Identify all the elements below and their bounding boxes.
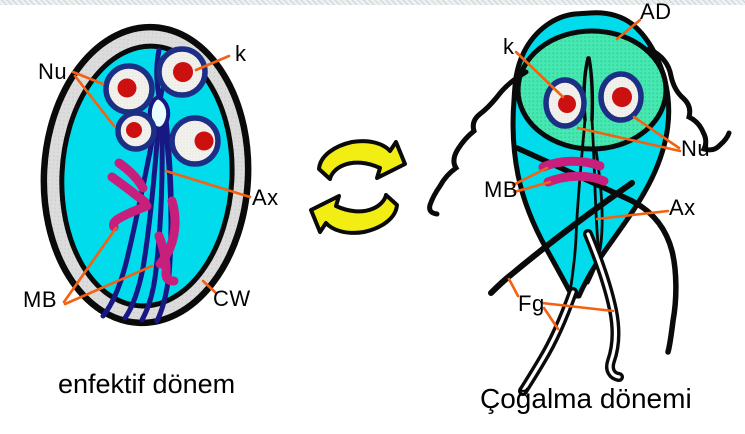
anterior-flagella <box>427 46 732 217</box>
karyosome-dot <box>117 78 137 98</box>
cyst-karyosomes <box>117 62 214 151</box>
cyst-axoneme-leaf <box>147 94 171 131</box>
label-k-troph: k <box>503 34 515 59</box>
label-fg-troph: Fg <box>518 291 545 316</box>
trophozoite-figure <box>427 10 732 396</box>
cycle-arrow-bottom <box>309 193 399 235</box>
label-cw-cyst: CW <box>213 286 251 311</box>
caption-cyst: enfektif dönem <box>58 369 236 399</box>
karyosome-dot <box>558 95 576 113</box>
recycle-arrows-icon <box>309 139 407 235</box>
cyst-pointer-lines <box>62 54 252 306</box>
karyosome-dot <box>612 87 632 107</box>
label-mb-cyst: MB <box>23 287 57 312</box>
label-ax-cyst: Ax <box>252 185 279 210</box>
karyosome-dot <box>126 122 142 138</box>
karyosome-dot <box>173 62 193 82</box>
cyst-median-bodies <box>107 158 180 286</box>
label-nu-cyst: Nu <box>38 59 68 84</box>
label-nu-troph: Nu <box>681 136 711 161</box>
karyosome-dot <box>194 131 214 151</box>
label-k-cyst: k <box>235 41 247 66</box>
cycle-arrow-top <box>317 139 407 181</box>
label-ax-troph: Ax <box>669 195 696 220</box>
label-ad-troph: AD <box>640 0 672 24</box>
trophozoite-pointer-lines <box>507 18 682 331</box>
caudal-flagella <box>518 229 624 396</box>
caption-trophozoite: Çoğalma dönemi <box>480 383 692 414</box>
trophozoite-median-bodies <box>538 156 609 187</box>
cyst-figure <box>40 23 252 327</box>
label-mb-troph: MB <box>484 177 518 202</box>
slide-top-border <box>0 0 745 5</box>
